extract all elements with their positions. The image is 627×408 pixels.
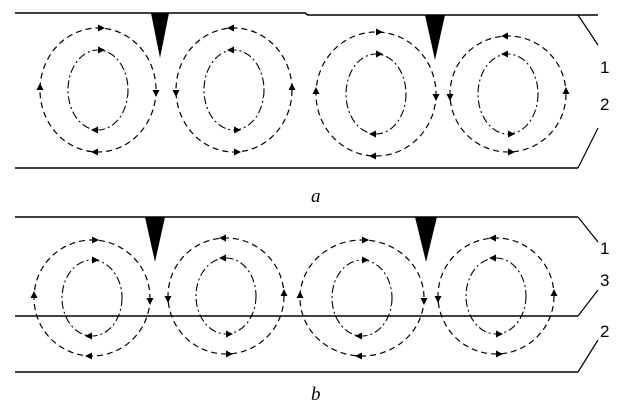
vortex-inner-loop <box>345 53 407 135</box>
flow-arrow <box>226 330 233 338</box>
panel-b: 1 3 2 b <box>15 216 609 405</box>
flow-arrow <box>36 83 44 90</box>
vortex-layer <box>36 24 570 160</box>
nozzle-triangle <box>415 217 437 262</box>
flow-arrow <box>91 148 98 156</box>
label-1: 1 <box>600 58 609 77</box>
flow-arrow <box>219 234 226 242</box>
flow-arrow <box>562 87 570 94</box>
label-1: 1 <box>600 239 609 258</box>
flow-arrow <box>376 50 383 58</box>
flow-arrow <box>146 298 154 305</box>
flow-arrow <box>489 234 496 242</box>
flow-arrow <box>227 46 234 54</box>
flow-arrow <box>501 32 508 40</box>
flow-arrow <box>446 94 454 101</box>
leader-line-1 <box>577 14 599 46</box>
caption-a: a <box>311 186 321 207</box>
flow-arrow <box>296 291 304 298</box>
nozzle-triangle <box>151 13 169 58</box>
vortex-inner-loop <box>195 257 257 335</box>
nozzle-triangle <box>425 15 445 60</box>
flow-arrow <box>92 256 99 264</box>
flow-arrow <box>98 46 105 54</box>
flow-arrow <box>369 130 376 138</box>
flow-arrow <box>550 289 558 296</box>
flow-arrow <box>152 90 160 97</box>
flow-arrow <box>489 254 496 262</box>
flow-arrow <box>508 130 515 138</box>
flow-arrow <box>226 350 233 358</box>
top-boundary-line <box>15 12 598 16</box>
flow-arrow <box>164 296 172 303</box>
flow-arrow <box>496 350 503 358</box>
flow-arrow <box>434 296 442 303</box>
flow-arrow <box>508 148 515 156</box>
flow-arrow <box>85 352 92 360</box>
flow-arrow <box>362 256 369 264</box>
flow-arrow <box>280 289 288 296</box>
flow-arrow <box>312 87 320 94</box>
flow-arrow <box>496 330 503 338</box>
flow-arrow <box>85 332 92 340</box>
flow-arrow <box>227 24 234 32</box>
flow-arrow <box>376 28 383 36</box>
flow-arrow <box>234 148 241 156</box>
flow-arrow <box>362 236 369 244</box>
vortex-inner-loop <box>477 53 539 135</box>
flow-arrow <box>219 254 226 262</box>
leader-line-2 <box>577 339 599 373</box>
leader-line-2 <box>577 127 599 169</box>
label-3: 3 <box>600 271 609 290</box>
flow-arrow <box>234 126 241 134</box>
leader-line-3 <box>577 289 599 317</box>
flow-arrow <box>501 50 508 58</box>
flow-arrow <box>98 24 105 32</box>
flow-arrow <box>420 298 428 305</box>
flow-arrow <box>355 332 362 340</box>
flow-arrow <box>355 352 362 360</box>
leader-line-1 <box>577 216 599 243</box>
vortex-inner-loop <box>61 259 123 337</box>
nozzle-triangle <box>145 217 165 262</box>
flow-arrow <box>288 83 296 90</box>
caption-b: b <box>311 384 321 405</box>
vortex-inner-loop <box>67 49 129 131</box>
vortex-inner-loop <box>465 257 527 335</box>
label-2: 2 <box>600 95 609 114</box>
flow-arrow <box>432 94 440 101</box>
label-2: 2 <box>600 322 609 341</box>
flow-arrow <box>30 291 38 298</box>
flow-arrow <box>92 236 99 244</box>
flow-arrow <box>91 126 98 134</box>
flow-arrow <box>369 152 376 160</box>
vortex-inner-loop <box>331 259 393 337</box>
panel-a: 1 2 a <box>15 12 609 207</box>
vortex-inner-loop <box>203 49 265 131</box>
flow-arrow <box>172 90 180 97</box>
vortex-layer <box>30 234 558 360</box>
